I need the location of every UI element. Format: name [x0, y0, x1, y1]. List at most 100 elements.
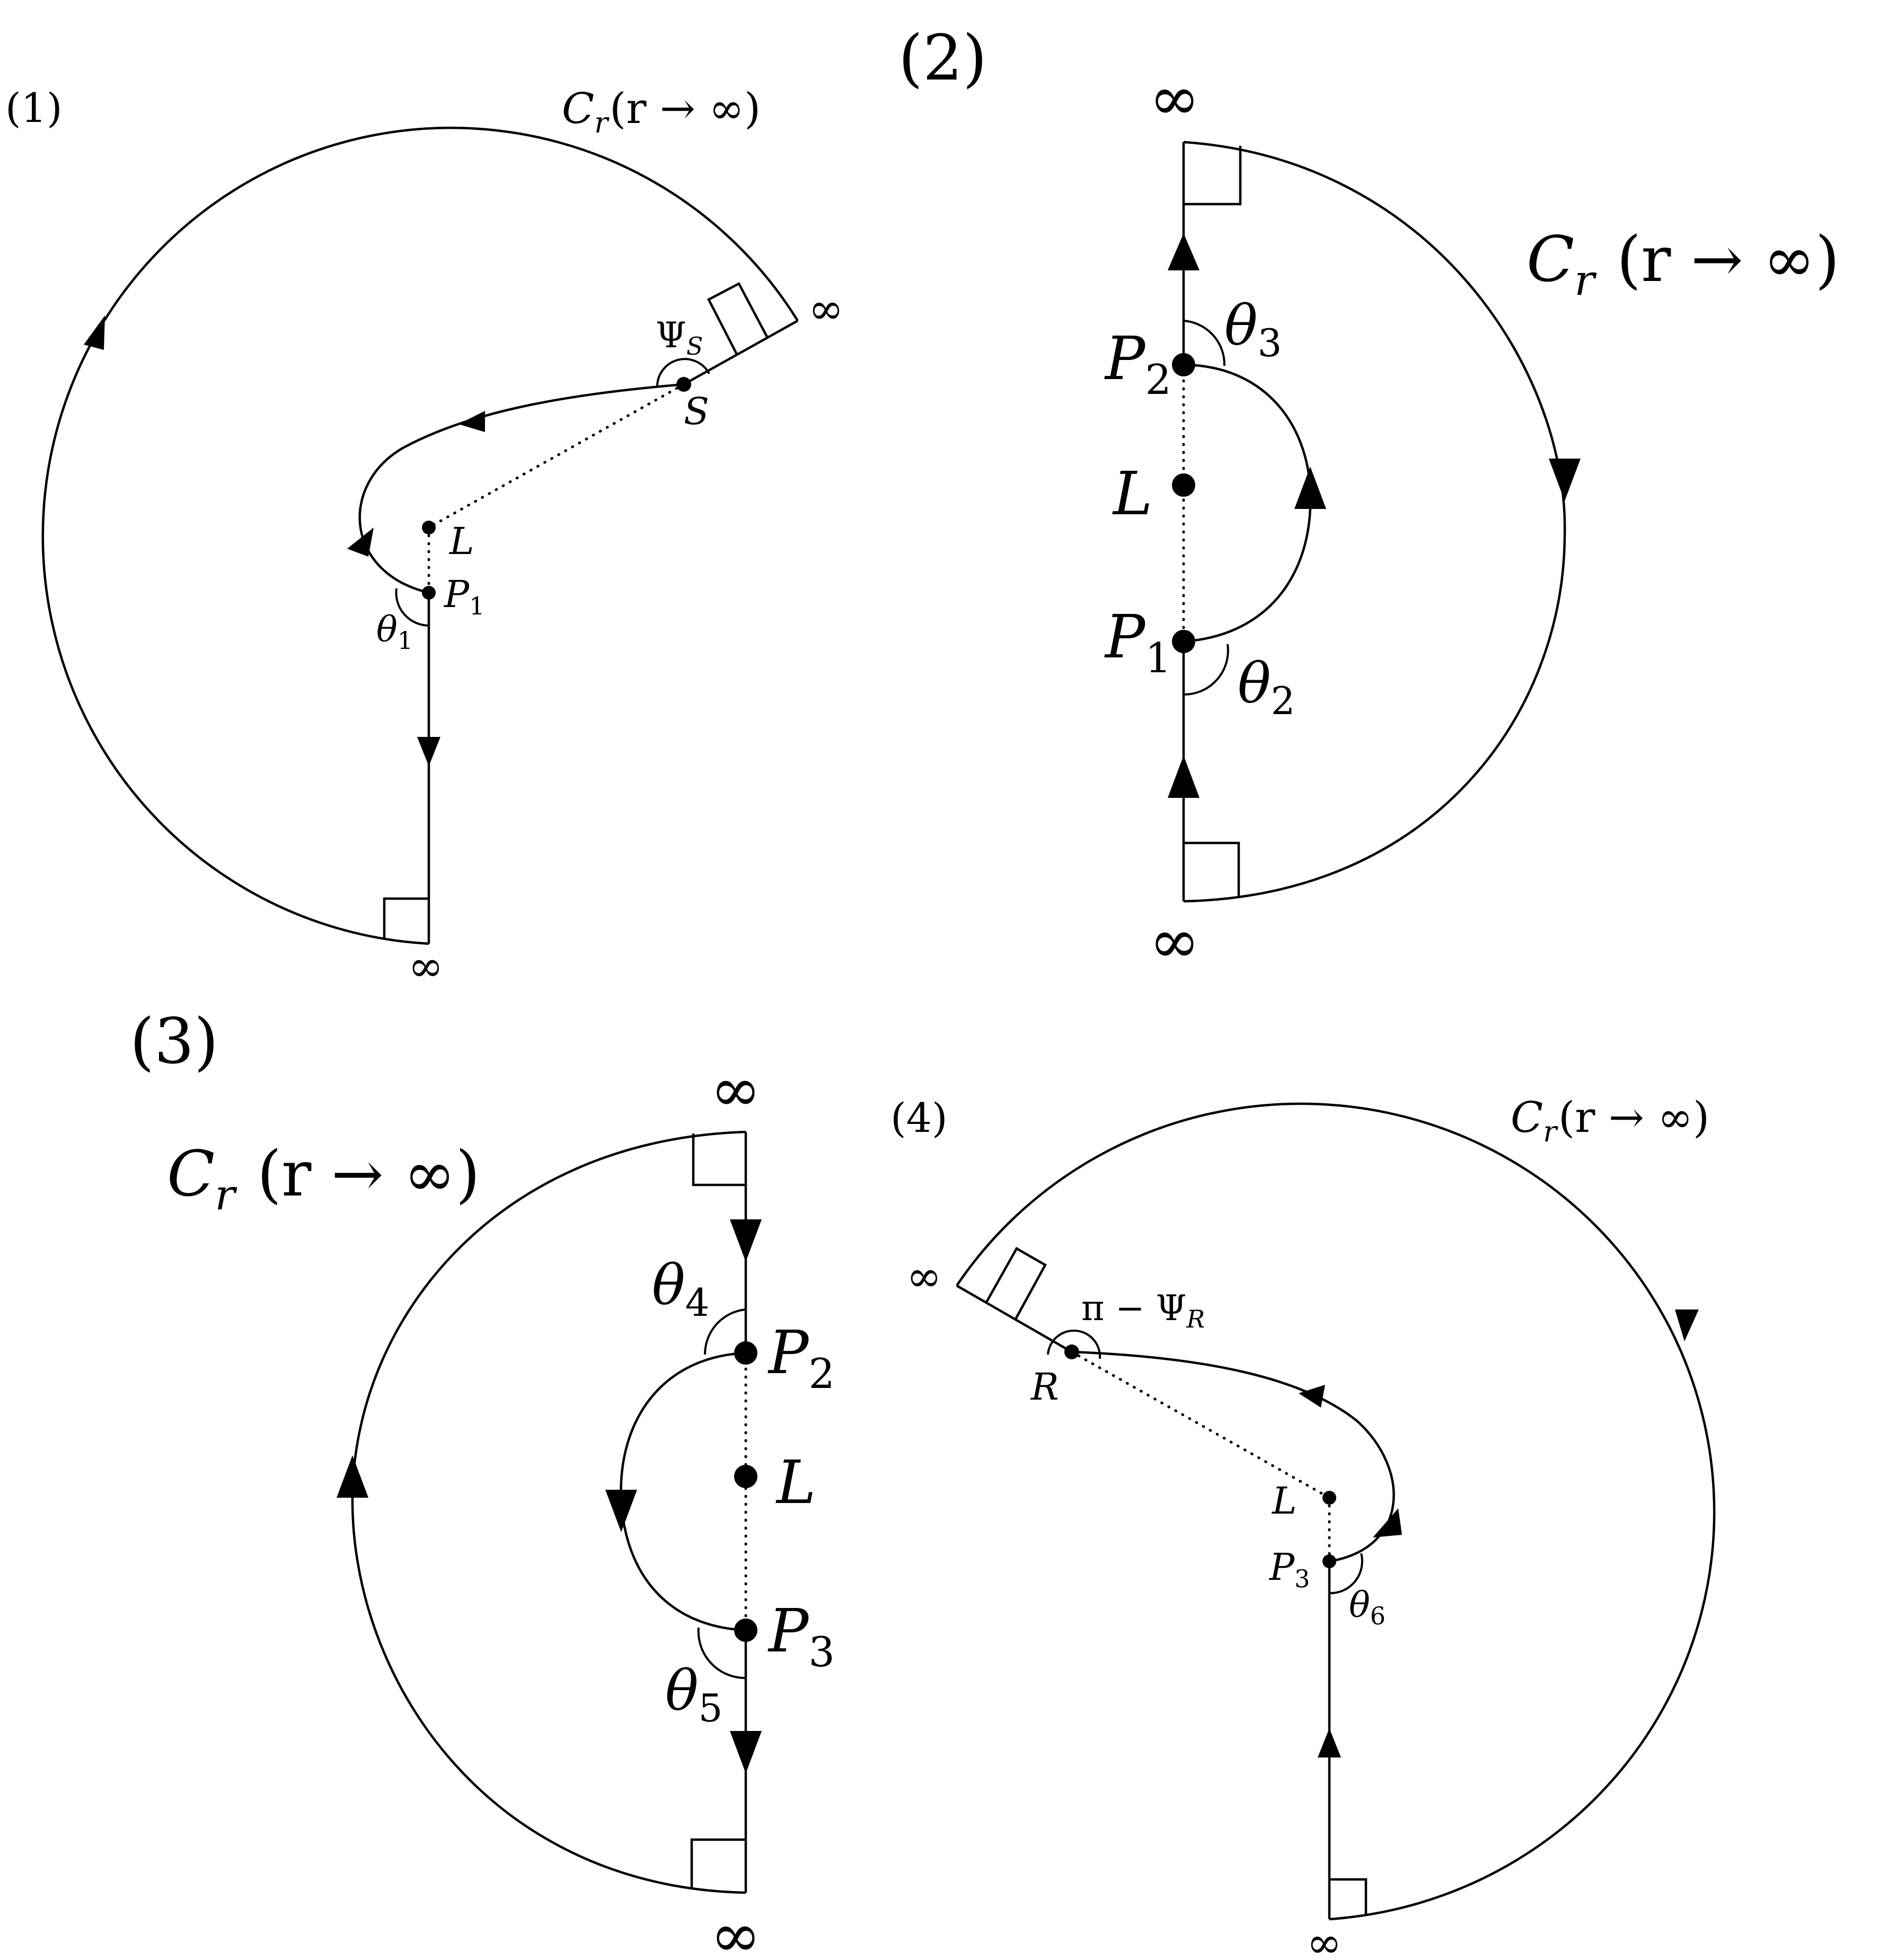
panel-4-arrow-detour-right [1373, 1508, 1402, 1537]
panel-2-contour-limit: (r → ∞) [1617, 223, 1840, 296]
panel-1-point-S-label: S [684, 390, 709, 433]
panel-3-arrow-down-bottom [730, 1731, 762, 1773]
panel-1-point-L-label: L [448, 520, 474, 563]
panel-2-contour-name: Cr [1527, 223, 1597, 305]
panel-4-infinity-top: ∞ [906, 1252, 942, 1301]
panel-3-arrow-down-top [730, 1219, 762, 1262]
panel-1-right-angle-marker-bottom [383, 897, 429, 938]
panel-4-point-P3-label: P3 [1268, 1545, 1310, 1593]
panel-1-detour-path [358, 383, 684, 594]
panel-1-contour-limit: (r → ∞) [610, 84, 761, 133]
panel-1-label: (1) [5, 84, 63, 131]
panel-2-point-L [1172, 473, 1195, 497]
panel-3-detour-path [620, 1351, 746, 1632]
panel-3-point-P2-label: P2 [768, 1319, 835, 1398]
panel-4-point-L [1322, 1491, 1336, 1505]
panel-2-infinity-top: ∞ [1149, 63, 1200, 134]
panel-2-angle-theta3-arc [1183, 320, 1226, 366]
panel-4-angle-theta6-label: θ6 [1349, 1585, 1386, 1630]
panel-2-point-P2 [1172, 353, 1195, 376]
panel-1-arrow-detour-left [347, 528, 374, 557]
panel-4-label: (4) [890, 1094, 948, 1141]
panel-3-contour-arc [351, 1130, 746, 1894]
panel-3-point-L-label: L [775, 1448, 816, 1517]
panel-2-arrow-detour [1294, 467, 1326, 509]
panel-1-arrow-detour-top [458, 411, 485, 432]
panel-2-right-angle-marker-bottom [1184, 841, 1240, 898]
panel-4-contour-arc [956, 1102, 1716, 1921]
panel-3-label: (3) [130, 1005, 218, 1078]
panel-3-right-angle-marker-bottom [690, 1838, 746, 1887]
panel-2-detour-path [1183, 363, 1312, 643]
panel-2-angle-theta2-label: θ2 [1238, 651, 1295, 723]
panel-4-arrow-detour-top [1299, 1385, 1325, 1408]
panel-2-point-P2-label: P2 [1104, 324, 1171, 404]
panel-4-detour-path [1071, 1350, 1395, 1563]
panel-1-point-S [676, 377, 691, 392]
panel-1: (1) Cr (r → ∞) ∞ ∞ ΨS S L [5, 84, 844, 991]
panel-3-contour-name: Cr [167, 1137, 237, 1219]
panel-3-point-P3-label: P3 [768, 1597, 835, 1676]
panel-4-right-angle-marker-bottom [1329, 1878, 1368, 1915]
panel-4-point-R-label: R [1030, 1365, 1059, 1409]
panel-3-infinity-top: ∞ [710, 1054, 761, 1126]
panel-2-point-L-label: L [1112, 460, 1152, 529]
panel-2-angle-theta2-arc [1183, 644, 1229, 696]
panel-2-point-P1-label: P1 [1104, 603, 1171, 682]
panel-1-contour-name: Cr [562, 84, 610, 139]
panel-2-label: (2) [898, 21, 987, 94]
panel-1-branch-cut [427, 383, 685, 529]
panel-1-infinity-bottom: ∞ [408, 942, 444, 991]
panel-1-infinity-top: ∞ [808, 284, 844, 333]
panel-3-angle-theta4-label: θ4 [652, 1253, 709, 1325]
panel-3-angle-theta5-label: θ5 [665, 1658, 722, 1730]
panel-2-right-angle-marker-top [1184, 146, 1242, 206]
panel-2-infinity-bottom: ∞ [1149, 906, 1200, 977]
panel-1-ray-to-infinity [683, 320, 799, 385]
panel-4-angle-pi-psi-arc [1047, 1329, 1101, 1359]
panel-3-arrow-detour [605, 1490, 637, 1532]
panel-1-point-P1-label: P1 [443, 573, 484, 620]
panel-4-contour-name: Cr [1511, 1093, 1558, 1148]
panel-1-angle-psi-arc [656, 358, 710, 388]
panel-4-point-R [1064, 1344, 1079, 1359]
panel-1-arrow-arc [84, 315, 105, 350]
panel-4-right-angle-marker-top [985, 1246, 1047, 1321]
panel-2-angle-theta3-label: θ3 [1224, 293, 1282, 365]
panel-2-arrow-up-top [1168, 233, 1199, 270]
panel-2: (2) ∞ ∞ Cr (r → ∞) P2 L P1 θ3 [898, 21, 1840, 977]
panel-4-arrow-arc [1675, 1309, 1699, 1341]
panel-3-contour-limit: (r → ∞) [257, 1137, 480, 1210]
panel-3-right-angle-marker-top [692, 1133, 746, 1186]
panel-4-infinity-bottom: ∞ [1307, 1918, 1342, 1960]
panel-1-point-P1 [422, 586, 436, 600]
panel-1-right-angle-marker-top [707, 282, 769, 355]
panel-4-branch-cut [1070, 1350, 1331, 1499]
panel-1-angle-psi-label: ΨS [656, 315, 703, 361]
panel-3: (3) ∞ ∞ Cr (r → ∞) P2 L P3 θ4 [130, 1005, 835, 1960]
panel-1-contour-arc [41, 126, 799, 945]
panel-3-point-P2 [734, 1341, 757, 1365]
panel-1-angle-theta-arc [395, 588, 429, 627]
panel-1-point-L [422, 521, 436, 534]
panel-4-contour-limit: (r → ∞) [1558, 1093, 1709, 1142]
panel-2-arrow-up-bottom [1168, 755, 1199, 798]
panel-4-point-P3 [1322, 1554, 1336, 1568]
panel-4-ray-to-infinity [956, 1285, 1073, 1353]
panel-4: (4) Cr (r → ∞) ∞ ∞ π − ΨR R [890, 1093, 1716, 1960]
panel-4-angle-theta6-arc [1329, 1553, 1363, 1595]
panel-4-point-L-label: L [1271, 1479, 1296, 1523]
panel-1-angle-theta-label: θ1 [376, 609, 413, 655]
panel-4-arrow-up [1318, 1728, 1341, 1757]
panel-4-angle-pi-psi-label: π − ΨR [1081, 1288, 1205, 1333]
panel-3-point-L [734, 1465, 757, 1488]
panel-3-arrow-arc [337, 1455, 368, 1498]
panel-3-infinity-bottom: ∞ [710, 1900, 761, 1960]
panel-2-point-P1 [1172, 630, 1195, 653]
panel-3-point-P3 [734, 1619, 757, 1642]
panel-1-arrow-down [417, 737, 440, 766]
panel-2-arrow-arc [1549, 459, 1581, 501]
panel-3-angle-theta5-arc [697, 1627, 746, 1680]
panel-3-angle-theta4-arc [703, 1308, 746, 1355]
